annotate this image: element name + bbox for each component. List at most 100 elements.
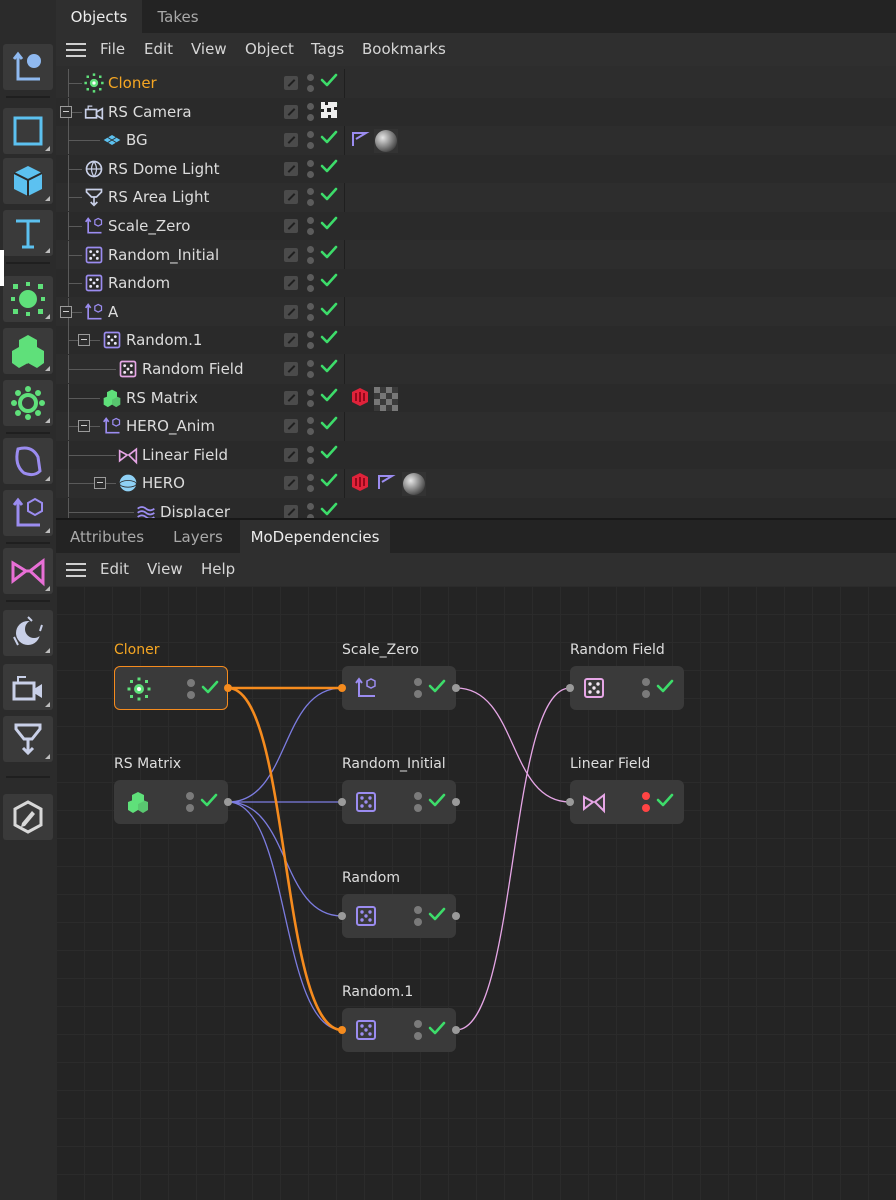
enabled-check[interactable] [428, 906, 446, 926]
object-name[interactable]: RS Camera [108, 102, 192, 121]
menu-bookmarks[interactable]: Bookmarks [362, 40, 446, 58]
editor-visibility-dot[interactable] [307, 503, 314, 510]
render-visibility-dot[interactable] [307, 428, 314, 436]
edit-visibility-icon[interactable] [284, 362, 298, 376]
check-icon[interactable] [320, 129, 338, 145]
cloner-tool-button[interactable] [3, 276, 53, 322]
edit-visibility-icon[interactable] [284, 219, 298, 233]
output-port[interactable] [452, 798, 460, 806]
output-port[interactable] [452, 684, 460, 692]
edit-visibility-icon[interactable] [284, 133, 298, 148]
graph-node-random[interactable] [342, 894, 456, 938]
editor-visibility-dot[interactable] [307, 360, 314, 367]
tab-modependencies[interactable]: MoDependencies [240, 520, 390, 553]
graph-node-scale-zero[interactable] [342, 666, 456, 710]
tab-attributes[interactable]: Attributes [69, 528, 145, 546]
collapse-toggle-icon[interactable] [60, 105, 72, 118]
render-visibility-dot[interactable] [307, 113, 314, 121]
enabled-check[interactable] [201, 679, 219, 699]
render-visibility-dot[interactable] [307, 485, 314, 493]
edit-visibility-icon[interactable] [284, 104, 298, 119]
material-tag-icon[interactable] [374, 129, 398, 154]
render-visibility-dot[interactable] [307, 285, 314, 293]
object-row[interactable]: A [56, 297, 896, 326]
output-port[interactable] [224, 798, 232, 806]
enabled-check[interactable] [428, 792, 446, 812]
edit-visibility-icon[interactable] [284, 190, 298, 205]
redshift-tag-icon[interactable] [350, 387, 372, 409]
editor-visibility-dot[interactable] [414, 1020, 422, 1028]
edit-visibility-icon[interactable] [284, 476, 298, 491]
editor-visibility-dot[interactable] [307, 131, 314, 139]
object-row[interactable]: BG [56, 126, 896, 155]
input-port[interactable] [338, 1026, 346, 1034]
object-name[interactable]: Random_Initial [108, 245, 220, 264]
check-icon[interactable] [428, 678, 446, 694]
graph-node-random-field[interactable] [570, 666, 684, 710]
camera-target-tag-icon[interactable] [320, 101, 342, 123]
editor-visibility-dot[interactable] [414, 678, 422, 686]
object-name[interactable]: HERO_Anim [126, 417, 216, 436]
matrix-tool-button[interactable] [3, 328, 53, 374]
check-icon[interactable] [428, 906, 446, 922]
object-row[interactable]: RS Area Light [56, 183, 896, 212]
check-icon[interactable] [428, 792, 446, 808]
editor-visibility-dot[interactable] [307, 74, 314, 81]
render-visibility-dot[interactable] [307, 228, 314, 235]
phong-tag-icon[interactable] [376, 472, 398, 494]
check-icon[interactable] [320, 272, 338, 288]
object-name[interactable]: Cloner [108, 74, 157, 92]
object-row[interactable]: Random.1 [56, 326, 896, 355]
menu-view[interactable]: View [191, 40, 227, 58]
enabled-check[interactable] [320, 272, 338, 292]
graph-node-random1[interactable] [342, 1008, 456, 1052]
object-row[interactable]: RS Camera [56, 97, 896, 126]
render-visibility-dot[interactable] [307, 456, 314, 464]
phong-tag-icon[interactable] [350, 129, 372, 151]
input-port[interactable] [338, 798, 346, 806]
editor-visibility-dot[interactable] [307, 274, 314, 282]
render-visibility-dot[interactable] [307, 170, 314, 178]
editor-visibility-dot[interactable] [307, 102, 314, 110]
check-icon[interactable] [201, 679, 219, 695]
editor-visibility-dot[interactable] [414, 906, 422, 914]
object-row[interactable]: Displacer [56, 498, 896, 518]
enabled-check[interactable] [320, 387, 338, 407]
check-icon[interactable] [200, 792, 218, 808]
object-name[interactable]: Random Field [142, 360, 244, 378]
editor-visibility-dot[interactable] [642, 678, 650, 686]
environment-tool-button[interactable] [3, 610, 53, 656]
graph-node-random-initial[interactable] [342, 780, 456, 824]
cube-tool-button[interactable] [3, 158, 53, 204]
object-row[interactable]: Random Field [56, 355, 896, 383]
edit-visibility-icon[interactable] [284, 304, 298, 319]
enabled-check[interactable] [320, 415, 338, 435]
enabled-check[interactable] [320, 472, 338, 492]
material-tag-icon[interactable] [374, 386, 398, 411]
check-icon[interactable] [320, 244, 338, 260]
input-port[interactable] [338, 912, 346, 920]
enabled-check[interactable] [320, 186, 338, 206]
render-visibility-dot[interactable] [307, 371, 314, 378]
render-visibility-dot[interactable] [307, 142, 314, 150]
render-visibility-dot[interactable] [187, 691, 195, 699]
collapse-toggle-icon[interactable] [78, 420, 90, 433]
field-tool-button[interactable] [3, 548, 53, 594]
editor-visibility-dot[interactable] [307, 159, 314, 167]
tab-objects[interactable]: Objects [56, 0, 142, 33]
render-visibility-dot[interactable] [414, 804, 422, 812]
hamburger-menu-icon[interactable] [66, 563, 86, 577]
object-row[interactable]: HERO [56, 469, 896, 498]
editor-visibility-dot[interactable] [307, 302, 314, 310]
check-icon[interactable] [320, 215, 338, 231]
check-icon[interactable] [320, 358, 338, 374]
input-port[interactable] [566, 798, 574, 806]
editor-visibility-dot[interactable] [642, 792, 650, 800]
enabled-check[interactable] [320, 329, 338, 349]
edit-visibility-icon[interactable] [284, 505, 298, 518]
enabled-check[interactable] [656, 792, 674, 812]
object-name[interactable]: RS Area Light [108, 188, 210, 207]
camera-tool-button[interactable] [3, 664, 53, 710]
enabled-check[interactable] [320, 158, 338, 178]
